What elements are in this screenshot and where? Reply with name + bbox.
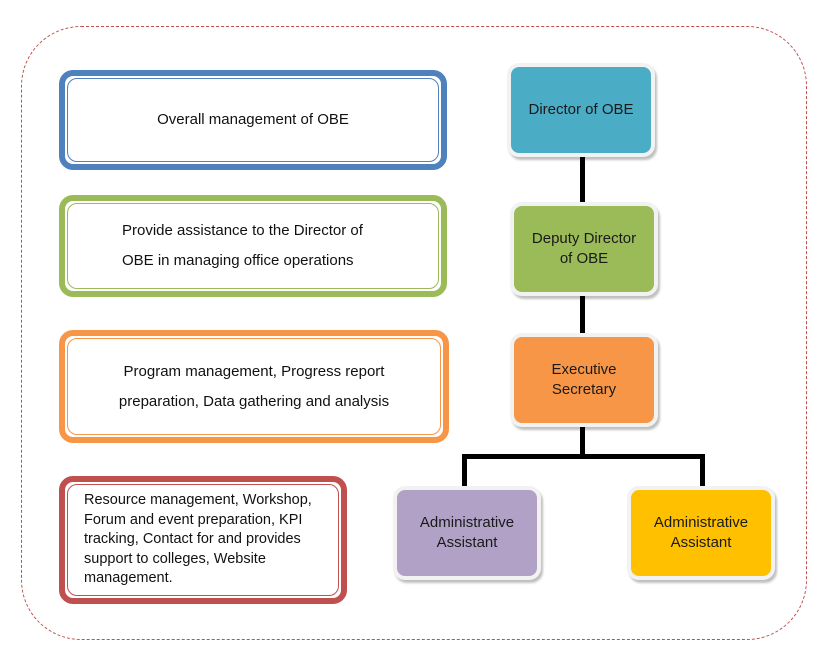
desc-text-deputy-line2: OBE in managing office operations <box>122 252 354 269</box>
connector-secretary-down <box>580 426 585 458</box>
node-admin-assistant-right: Administrative Assistant <box>627 486 775 580</box>
desc-box-director: Overall management of OBE <box>59 70 447 170</box>
node-deputy-label-line1: Deputy Director <box>531 230 637 247</box>
connector-horizontal <box>462 454 705 459</box>
node-executive-secretary: Executive Secretary <box>510 333 658 427</box>
desc-box-assistants: Resource management, Workshop, Forum and… <box>59 476 347 604</box>
desc-text-assistants: Resource management, Workshop, Forum and… <box>84 492 312 587</box>
desc-text-director: Overall management of OBE <box>157 111 349 128</box>
dashed-outer-frame <box>21 26 807 640</box>
node-secretary-label-line2: Secretary <box>551 381 617 398</box>
node-director-label: Director of OBE <box>528 101 634 118</box>
desc-box-secretary: Program management, Progress report prep… <box>59 330 449 443</box>
node-deputy-label-line2: of OBE <box>559 250 609 267</box>
connector-right-drop <box>700 454 705 488</box>
node-assistant-left-line1: Administrative <box>419 514 515 531</box>
desc-text-secretary-line2: preparation, Data gathering and analysis <box>118 392 390 410</box>
connector-left-drop <box>462 454 467 488</box>
node-assistant-right-line1: Administrative <box>653 514 749 531</box>
node-assistant-right-line2: Assistant <box>670 534 732 551</box>
desc-text-deputy-line1: Provide assistance to the Director of <box>122 222 363 239</box>
node-secretary-label-line1: Executive <box>551 361 617 378</box>
desc-box-deputy: Provide assistance to the Director of OB… <box>59 195 447 297</box>
desc-text-secretary-line1: Program management, Progress report <box>123 362 385 380</box>
node-assistant-left-line2: Assistant <box>436 534 498 551</box>
node-director: Director of OBE <box>507 63 655 157</box>
node-deputy-director: Deputy Director of OBE <box>510 202 658 296</box>
connector-director-deputy <box>580 155 585 205</box>
connector-deputy-secretary <box>580 294 585 336</box>
node-admin-assistant-left: Administrative Assistant <box>393 486 541 580</box>
